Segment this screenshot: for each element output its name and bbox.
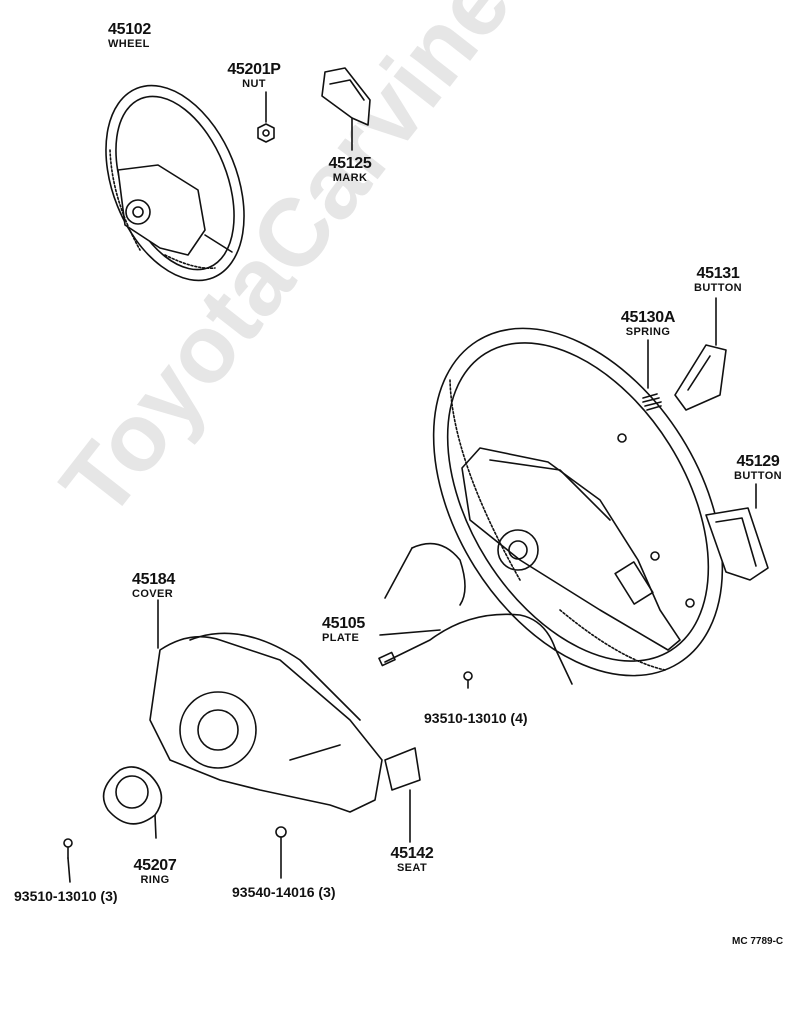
ring-45207 xyxy=(102,766,163,839)
lower-steering-wheel xyxy=(432,327,724,677)
spring-45130a xyxy=(642,339,662,411)
screw-93540-3 xyxy=(275,826,287,879)
nut-45201p xyxy=(257,91,275,143)
upper-steering-wheel xyxy=(105,84,245,282)
screw-93510-3 xyxy=(63,838,73,883)
plate-45105 xyxy=(378,542,573,685)
button-45131 xyxy=(674,297,727,411)
mark-45125 xyxy=(321,67,371,151)
screw-93510-4 xyxy=(463,671,473,689)
button-45129 xyxy=(705,483,769,581)
cover-45184 xyxy=(149,599,383,813)
seat-45142 xyxy=(384,747,421,843)
